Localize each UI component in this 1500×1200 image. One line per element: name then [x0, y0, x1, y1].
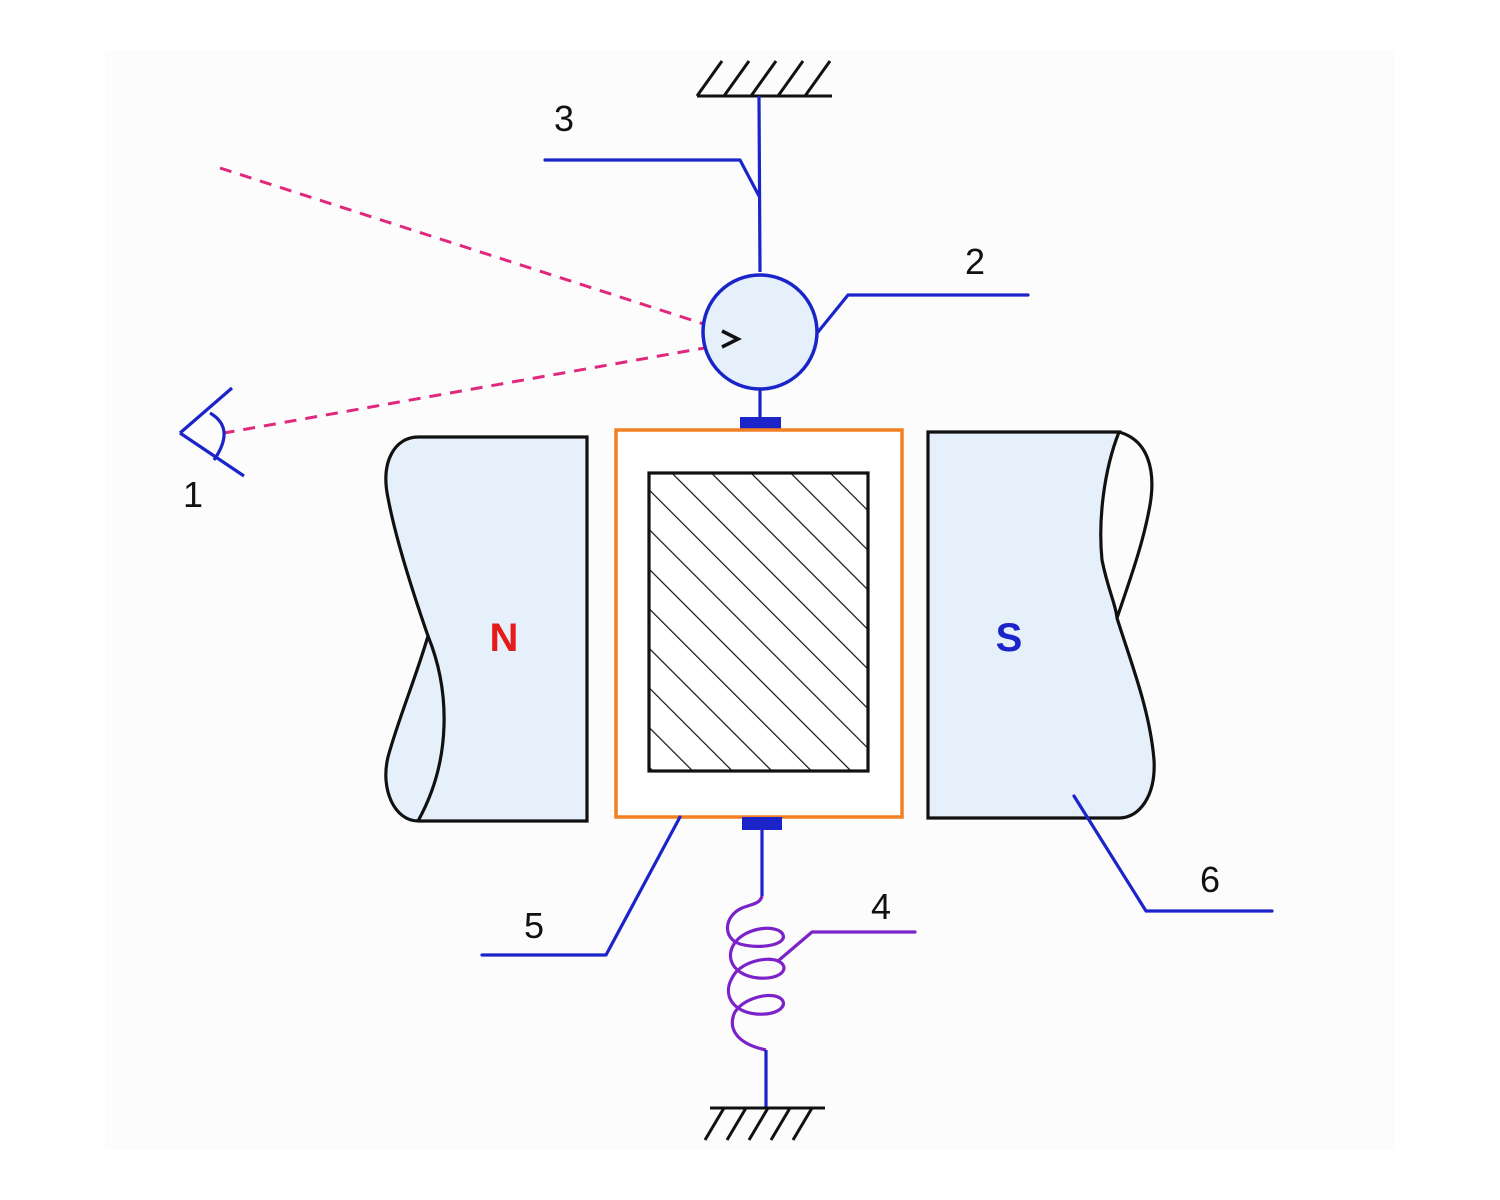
suspension-wire — [757, 95, 762, 273]
eye-icon — [178, 386, 245, 478]
callout-4: 4 — [871, 886, 891, 927]
spring — [725, 895, 786, 1052]
top-ground-symbol — [695, 60, 832, 98]
mirror — [701, 273, 819, 391]
south-pole-end-curve — [1115, 430, 1154, 619]
south-pole-label: S — [996, 616, 1023, 660]
north-pole-end-curve — [416, 635, 446, 822]
bottom-ground-symbol — [703, 1106, 825, 1141]
hatched-core — [647, 471, 870, 773]
leader-line-3 — [543, 158, 761, 198]
callout-1: 1 — [183, 474, 203, 515]
south-pole-magnet — [926, 430, 1156, 820]
reflection-arrow-icon — [721, 329, 742, 349]
leader-line-2 — [816, 293, 1030, 334]
north-pole-label: N — [490, 616, 519, 660]
top-connector — [740, 417, 781, 430]
laser-beam — [219, 166, 711, 435]
north-pole-magnet — [384, 435, 589, 823]
callout-2: 2 — [965, 241, 985, 282]
leader-line-4 — [776, 930, 917, 963]
leader-line-6 — [1072, 794, 1274, 913]
leader-line-5 — [480, 815, 682, 957]
callout-6: 6 — [1200, 859, 1220, 900]
callout-5: 5 — [524, 905, 544, 946]
callout-3: 3 — [554, 98, 574, 139]
bottom-connector — [742, 817, 782, 830]
